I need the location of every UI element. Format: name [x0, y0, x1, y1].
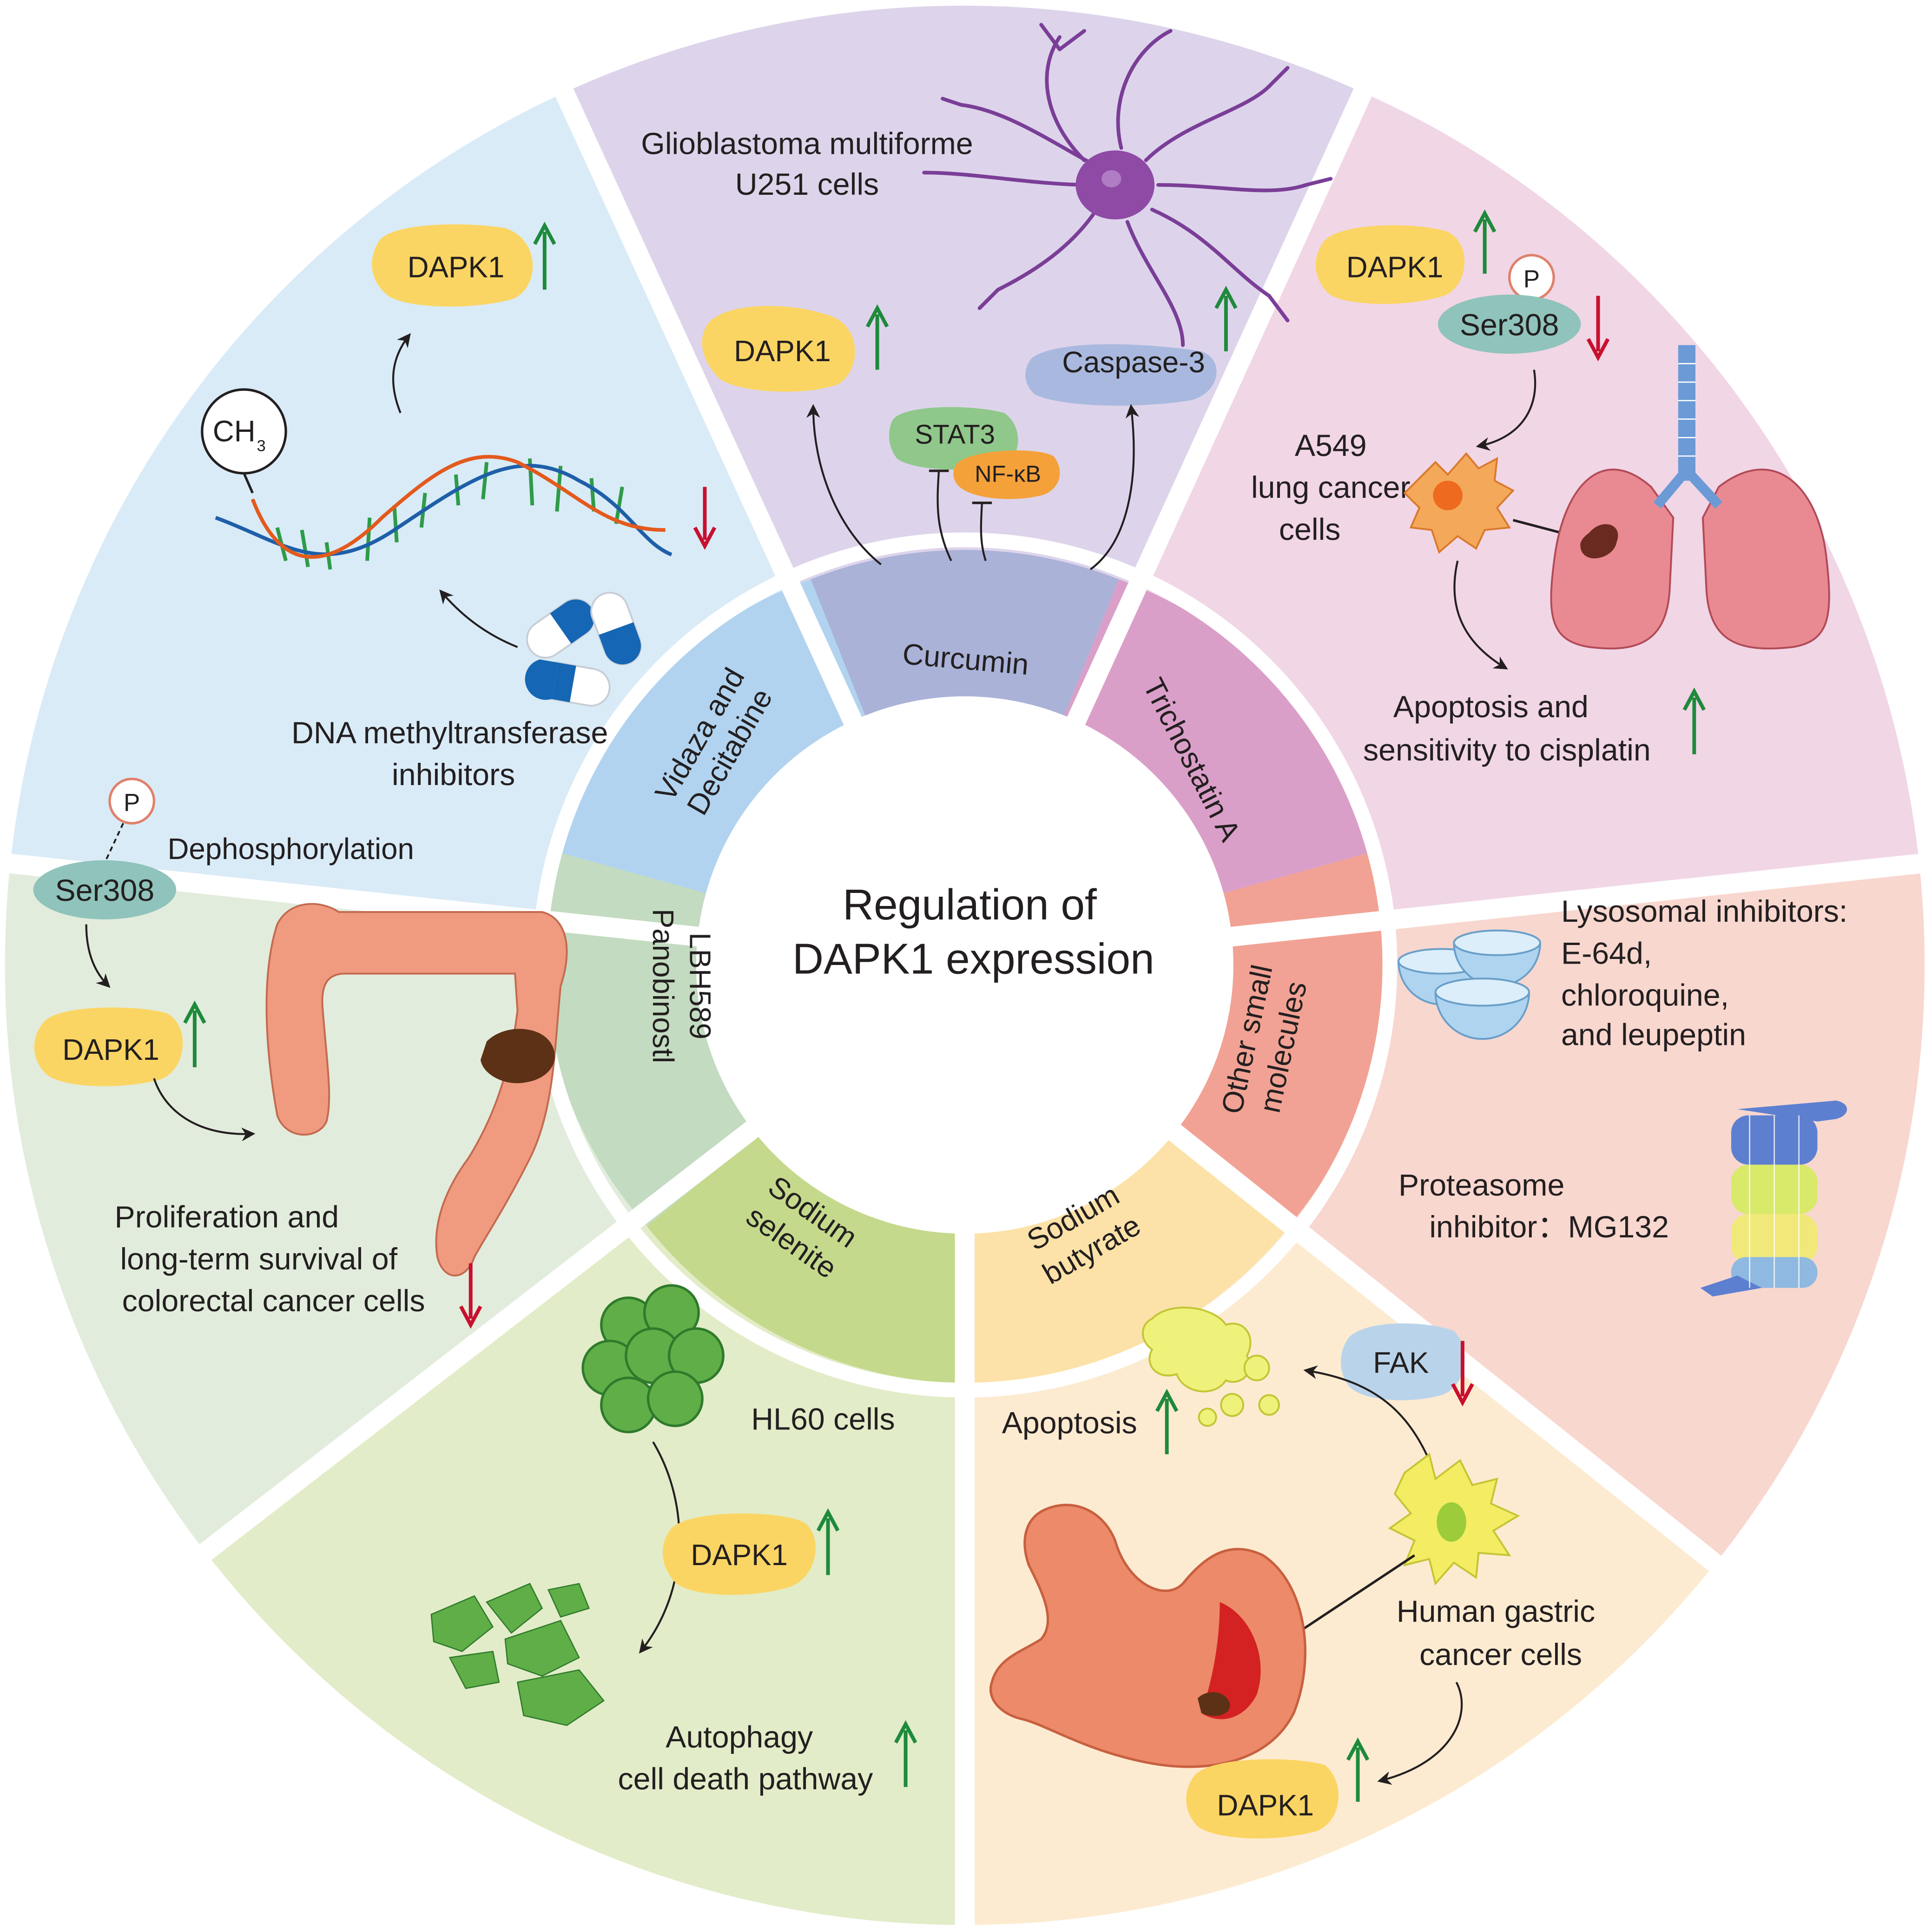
pano-dapk1-label: DAPK1 — [62, 1033, 159, 1066]
ring-label-pano-line1: Panobinostl — [646, 909, 679, 1063]
fak-blob — [1341, 1323, 1465, 1401]
curcumin-cell-line1: Glioblastoma multiforme — [641, 127, 973, 161]
butyrate-apoptosis-label: Apoptosis — [1002, 1406, 1137, 1440]
pano-dapk1-blob — [34, 1007, 183, 1086]
pano-phospho-label: P — [124, 789, 140, 817]
ring-label-pano: Panobinostl LBH589 — [646, 909, 717, 1063]
lungs-icon — [1550, 345, 1830, 650]
selenite-outcome-line2: cell death pathway — [618, 1762, 873, 1797]
pano-outcome-line3: colorectal cancer cells — [122, 1284, 425, 1318]
other-panel: Lysosomal inhibitors: E-64d, chloroquine… — [1398, 894, 1847, 1297]
colon-tumor — [480, 1029, 555, 1084]
tricho-ser308-blob — [1437, 294, 1581, 354]
tricho-cell-line3: cells — [1279, 512, 1341, 547]
pano-phospho-circle — [108, 778, 156, 825]
tricho-dapk1-label: DAPK1 — [1346, 251, 1444, 284]
center-circle — [696, 696, 1233, 1234]
pano-dephos-label: Dephosphorylation — [167, 833, 414, 866]
lysosome-bowls-icon — [1398, 929, 1541, 1040]
vidaza-dapk1-blob — [372, 224, 533, 307]
curcumin-dapk1-blob — [702, 306, 855, 392]
tricho-ser308-label: Ser308 — [1460, 308, 1559, 342]
nfkb-label: NF-κB — [975, 461, 1041, 487]
butyrate-panel: FAK Apoptosis Human gastric cancer cells… — [989, 1306, 1595, 1839]
stat3-label: STAT3 — [915, 420, 995, 450]
tricho-outcome-line1: Apoptosis and — [1393, 690, 1589, 724]
selenite-dapk1-blob — [662, 1513, 816, 1595]
center-title-line2: DAPK1 expression — [792, 935, 1154, 983]
pano-outcome-line1: Proliferation and — [115, 1200, 339, 1235]
tricho-cell-line2: lung cancer — [1251, 470, 1411, 505]
pano-panel: P Dephosphorylation Ser308 DAPK1 Prolife… — [33, 778, 568, 1329]
vidaza-inhibitor-line2: inhibitors — [392, 758, 515, 792]
tricho-outcome-line2: sensitivity to cisplatin — [1363, 733, 1651, 767]
pano-ser308-blob — [33, 860, 177, 919]
vidaza-dapk1-label: DAPK1 — [408, 251, 505, 284]
butyrate-dapk1-label: DAPK1 — [1217, 1789, 1314, 1822]
apoptotic-body-icon — [1141, 1306, 1280, 1427]
butyrate-dapk1-blob — [1186, 1759, 1339, 1839]
vidaza-inhibitor-line1: DNA methyltransferase — [291, 716, 608, 750]
other-lyso-line4: and leupeptin — [1561, 1018, 1746, 1052]
dna-helix-icon — [215, 455, 673, 570]
ring-label-pano-line2: LBH589 — [684, 932, 717, 1039]
proteasome-icon — [1700, 1100, 1847, 1297]
other-lyso-line1: Lysosomal inhibitors: — [1561, 894, 1847, 929]
tricho-phospho-label: P — [1523, 265, 1540, 293]
stomach-icon — [989, 1504, 1307, 1768]
selenite-panel: HL60 cells DAPK1 Autophagy cell death pa… — [430, 1284, 917, 1797]
tricho-panel: DAPK1 P Ser308 A549 lung cancer cells Ap… — [1251, 209, 1830, 767]
autophagy-fragments-icon — [430, 1583, 605, 1726]
nfkb-blob — [953, 450, 1060, 499]
caspase-label: Caspase-3 — [1062, 346, 1205, 379]
pills-icon — [525, 592, 642, 707]
ch3-label: CH — [213, 415, 256, 448]
other-prot-line2: inhibitor：MG132 — [1429, 1210, 1669, 1244]
other-lyso-line3: chloroquine, — [1561, 978, 1729, 1012]
pano-ser308-label: Ser308 — [55, 873, 155, 908]
ch3-subscript: 3 — [257, 437, 265, 455]
center-title-line1: Regulation of — [843, 880, 1097, 929]
other-lyso-line2: E-64d, — [1561, 936, 1652, 971]
other-prot-line1: Proteasome — [1398, 1168, 1564, 1203]
tricho-dapk1-blob — [1315, 225, 1465, 304]
selenite-outcome-line1: Autophagy — [666, 1720, 813, 1754]
hl60-label: HL60 cells — [751, 1402, 895, 1436]
tricho-cell-line1: A549 — [1295, 429, 1367, 463]
caspase-blob — [1025, 344, 1217, 406]
hl60-cells-icon — [581, 1284, 725, 1434]
vidaza-panel: DAPK1 CH 3 D — [201, 221, 717, 792]
selenite-dapk1-label: DAPK1 — [691, 1539, 788, 1572]
curcumin-cell-line2: U251 cells — [735, 167, 879, 202]
butyrate-cell-line2: cancer cells — [1419, 1638, 1582, 1672]
curcumin-panel: Glioblastoma multiforme U251 cells DAPK1… — [641, 23, 1333, 570]
butyrate-cell-line1: Human gastric — [1397, 1594, 1595, 1629]
fak-label: FAK — [1373, 1347, 1429, 1380]
pano-outcome-line2: long-term survival of — [120, 1242, 397, 1276]
curcumin-dapk1-label: DAPK1 — [734, 335, 831, 368]
